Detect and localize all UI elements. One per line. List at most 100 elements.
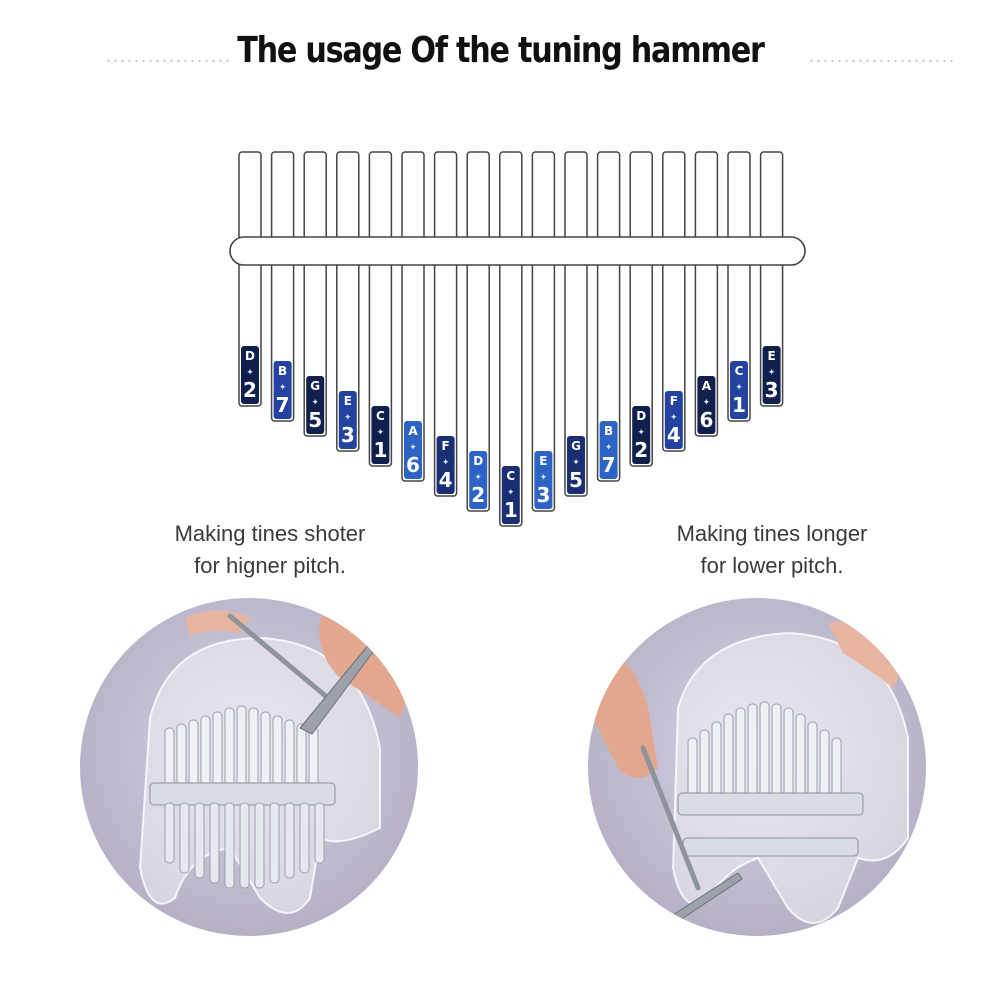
tine-label-box [599,421,618,479]
tine-label: D✦2 [469,451,488,509]
tine-number: 1 [504,498,518,522]
tine-label-box [469,451,488,509]
kalimba-bridge [149,782,336,806]
tine-label-box [697,376,716,434]
tine-label: A✦6 [697,376,716,434]
tine-label: G✦5 [306,376,325,434]
tine-note: B [278,364,287,378]
tine-label: D ✦2 [632,406,651,464]
tine-label: C✦1 [371,406,390,464]
sparkle-icon: ✦ [507,488,515,498]
tine-label-box [632,406,651,464]
title-divider-right [808,60,953,62]
sparkle-icon: ✦ [442,458,450,468]
sparkle-icon: ✦ [637,428,645,438]
tine-label: D ✦2 [241,346,259,404]
tine-note: E [539,454,547,468]
sparkle-icon: ✦ [246,368,254,378]
tine-label: E ✦3 [762,346,781,404]
tine-number: 3 [536,483,550,507]
tine-number: 5 [308,408,322,432]
tine-label: B ✦7 [599,421,618,479]
tine-label-box [241,346,259,404]
tine-number: 3 [341,423,355,447]
title-divider-left [105,60,230,62]
tuning-hammer-handle [227,613,331,701]
tine [759,151,784,407]
tine [270,151,295,422]
left-caption-line1: Making tines shoter [174,521,366,546]
kalimba-bridge [677,792,864,816]
tine-label: F✦4 [664,391,683,449]
sparkle-icon: ✦ [409,443,417,453]
tine-label: G✦5 [567,436,585,494]
tine-labels-group: D✦2B✦7G✦5E✦3C✦1A✦6F✦4D✦2C✦1E✦3G✦5B✦7D✦2F… [241,346,781,524]
tine [629,151,653,467]
tine-note: D [473,454,483,468]
tine-number: 3 [765,378,779,402]
tine-label: F✦4 [436,436,455,494]
tine-number: 7 [276,393,290,417]
tine-label-box [664,391,683,449]
sparkle-icon: ✦ [344,413,352,423]
tine-number: 4 [667,423,681,447]
sparkle-icon: ✦ [279,383,287,393]
tine [727,151,751,422]
tine-number: 7 [602,453,616,477]
tine-label-box [534,451,553,509]
tine [596,151,621,482]
kalimba-tines-lower [164,802,325,889]
tine-label-box [436,436,455,494]
sparkle-icon: ✦ [572,458,580,468]
tine-number: 2 [243,378,257,402]
left-photo-illustration [138,610,410,914]
tine-label-box [273,361,292,419]
tine [694,151,719,437]
tine-label-box [338,391,357,449]
left-caption: Making tines shoter for higner pitch. [130,518,410,582]
tine-label: C ✦1 [730,361,748,419]
kalimba-tines-right [687,701,842,799]
tine-number: 5 [569,468,583,492]
tine [238,151,262,407]
tine-number: 2 [634,438,648,462]
tine [662,151,686,452]
tine [336,151,360,452]
tine-label: E ✦3 [534,451,553,509]
sparkle-icon: ✦ [735,383,743,393]
tine [303,151,327,437]
right-caption-line1: Making tines longer [676,521,868,546]
tine-label-box [371,406,390,464]
tine-number: 6 [406,453,420,477]
page-title: The usage Of the tuning hammer [237,30,765,71]
sparkle-icon: ✦ [605,443,613,453]
tine-label-box [501,466,520,524]
tine-note: D [636,409,646,423]
tine-number: 4 [439,468,453,492]
tine-note: E [767,349,775,363]
right-photo-illustration [588,621,909,925]
tine-note: D [245,349,255,363]
tine-label: C ✦1 [501,466,520,524]
tine-label: A✦6 [404,421,422,479]
tine-number: 2 [471,483,485,507]
tine-number: 1 [732,393,746,417]
sparkle-icon: ✦ [311,398,319,408]
tine-note: C [506,469,515,483]
tine-label-box [762,346,781,404]
tine-label-box [306,376,325,434]
tine-label-box [730,361,748,419]
tine-number: 6 [699,408,713,432]
kalimba-bridge-lower [682,837,859,857]
tine-label: B ✦7 [273,361,292,419]
sparkle-icon: ✦ [768,368,776,378]
tine-number: 1 [373,438,387,462]
kalimba-tines-left [164,705,319,789]
hand-right [319,616,410,718]
tine-note: F [670,394,678,408]
tine-note: B [604,424,613,438]
tine-label-box [404,421,422,479]
sparkle-icon: ✦ [540,473,548,483]
tine-note: C [735,364,744,378]
